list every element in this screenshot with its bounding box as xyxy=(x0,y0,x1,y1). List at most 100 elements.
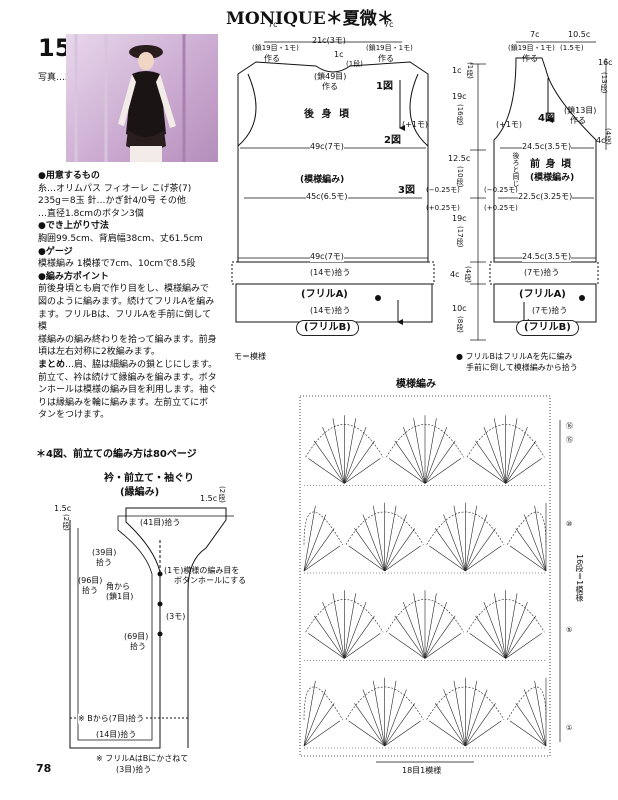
front-side-4c-sub: (4段) xyxy=(604,128,612,145)
side-measure: 1c xyxy=(452,66,462,75)
front-frill-a xyxy=(489,261,599,285)
stitch-arc xyxy=(507,686,547,720)
stitch-stroke xyxy=(303,703,335,747)
back-fig1-label: 1図 xyxy=(376,81,393,92)
edging-outline xyxy=(69,507,227,749)
back-width-mid: 45c(6.5モ) xyxy=(306,192,348,202)
edging-subheading: 衿・前立て・袖ぐり xyxy=(104,473,194,484)
stitch-stroke xyxy=(453,680,466,747)
stitch-stroke xyxy=(344,633,381,659)
front-pattern-label: (模様編み) xyxy=(530,173,575,183)
back-pickup-a: (14モ)拾う xyxy=(310,268,351,277)
gauge-heading: ●ゲージ xyxy=(38,246,73,257)
stitch-chart-frame xyxy=(299,395,551,757)
back-armhole-right xyxy=(409,73,429,147)
button-marker xyxy=(579,295,585,301)
stitch-stroke xyxy=(515,528,547,572)
edging-pick39: (39目) xyxy=(92,548,117,557)
stitch-stroke xyxy=(509,720,547,747)
stitch-stroke xyxy=(362,689,385,747)
stitch-stroke xyxy=(483,601,506,659)
finish-line: タンをつけます。 xyxy=(38,410,110,421)
points-line: 前後身頃とも肩で作り目をし、模様編みで xyxy=(38,284,210,295)
stitch-stroke xyxy=(483,426,506,484)
stitch-stroke xyxy=(303,528,335,572)
stitch-stroke xyxy=(384,689,407,747)
front-side-4c: 4c xyxy=(596,136,606,145)
finish-heading: まとめ xyxy=(38,359,66,370)
stitch-stroke xyxy=(372,505,385,572)
stitch-arc xyxy=(426,686,505,720)
edging-note: ※ フリルAはBにかさねて xyxy=(96,754,189,763)
edging-pick41: (41目)拾う xyxy=(140,518,181,527)
stitch-stroke xyxy=(344,593,357,659)
stitch-stroke xyxy=(354,703,385,747)
points-line: 図のように編みます。続けてフリルAを編み xyxy=(38,296,215,307)
back-shoulder-right: 7c xyxy=(384,20,394,29)
stitch-arc xyxy=(466,424,545,458)
stitch-stroke xyxy=(453,505,466,572)
stitch-stroke xyxy=(394,440,426,484)
points-line: ます。フリルBは、フリルAを手前に倒して模 xyxy=(38,309,212,333)
stitch-stroke xyxy=(394,615,426,659)
stitch-stroke xyxy=(505,593,518,659)
back-frill-a-label: (フリルA) xyxy=(294,288,355,302)
stitch-stroke xyxy=(308,633,345,659)
stitch-stroke xyxy=(424,593,437,659)
front-frill-b-label: (フリルB) xyxy=(516,320,579,336)
stitch-stroke xyxy=(509,545,547,572)
stitch-arc xyxy=(426,511,505,545)
materials-line: …直径1.8cmのボタン3個 xyxy=(38,208,144,219)
materials-line: 糸…オリムパス フィオーレ こげ茶(7) xyxy=(38,183,192,194)
back-minus: (−0.25モ) xyxy=(426,186,460,194)
stitch-stroke xyxy=(402,426,426,484)
stitch-stroke xyxy=(344,418,357,484)
front-back-same: 後ろと同じ xyxy=(512,152,520,187)
front-body-outline xyxy=(493,57,597,263)
back-fig2-label: 2図 xyxy=(384,135,401,146)
stitch-arc xyxy=(345,686,424,720)
front-minus: (−0.25モ) xyxy=(484,186,518,194)
front-side-16c: 16c xyxy=(598,58,613,67)
stitch-stroke xyxy=(424,458,462,484)
edging-subheading2: (縁編み) xyxy=(120,487,160,498)
edging-right-15c: 1.5c xyxy=(200,494,218,503)
stitch-stroke xyxy=(303,689,327,747)
front-make: 作る xyxy=(570,116,586,125)
side-measure-sub: (17段) xyxy=(456,226,464,248)
stitch-arc xyxy=(386,599,464,633)
stitch-arc xyxy=(303,686,343,720)
stitch-stroke xyxy=(303,545,341,572)
side-measure: 12.5c xyxy=(448,154,471,163)
front-top-make: 作る xyxy=(522,54,538,63)
edging-pick39b: 拾う xyxy=(96,558,112,567)
stitch-stroke xyxy=(313,615,345,659)
stitch-stroke xyxy=(308,458,345,484)
stitch-stroke xyxy=(469,633,506,659)
stitch-stroke xyxy=(424,601,448,659)
front-width-lower: 24.5c(3.5モ) xyxy=(522,252,572,262)
stitch-stroke xyxy=(332,593,345,659)
edging-buttonhole2: ボタンホールにする xyxy=(174,576,247,585)
side-measure-sub: (10段) xyxy=(456,166,464,188)
front-pickup-b: (7モ)拾う xyxy=(532,306,568,315)
stitch-stroke xyxy=(424,615,456,659)
edging-pick96b: 拾う xyxy=(82,586,98,595)
stitch-stroke xyxy=(505,458,542,484)
back-chain49: (鎖49目) xyxy=(314,72,347,81)
stitch-stroke xyxy=(523,514,547,572)
stitch-stroke xyxy=(534,505,547,572)
side-measure-sub: (4段) xyxy=(464,266,472,283)
stitch-stroke xyxy=(413,593,426,659)
side-measure: 19c xyxy=(452,214,467,223)
stitch-stroke xyxy=(344,615,375,659)
back-plus1: (+1モ) xyxy=(402,120,429,129)
stitch-stroke xyxy=(348,545,385,572)
stitch-stroke xyxy=(465,720,502,747)
edging-note: (3目)拾う xyxy=(116,765,152,774)
size-heading: ●でき上がり寸法 xyxy=(38,221,109,232)
points-line: 様編みの編み終わりを拾って編みます。前身 xyxy=(38,334,217,345)
back-body-outline xyxy=(237,61,429,263)
stitch-stroke xyxy=(344,426,367,484)
